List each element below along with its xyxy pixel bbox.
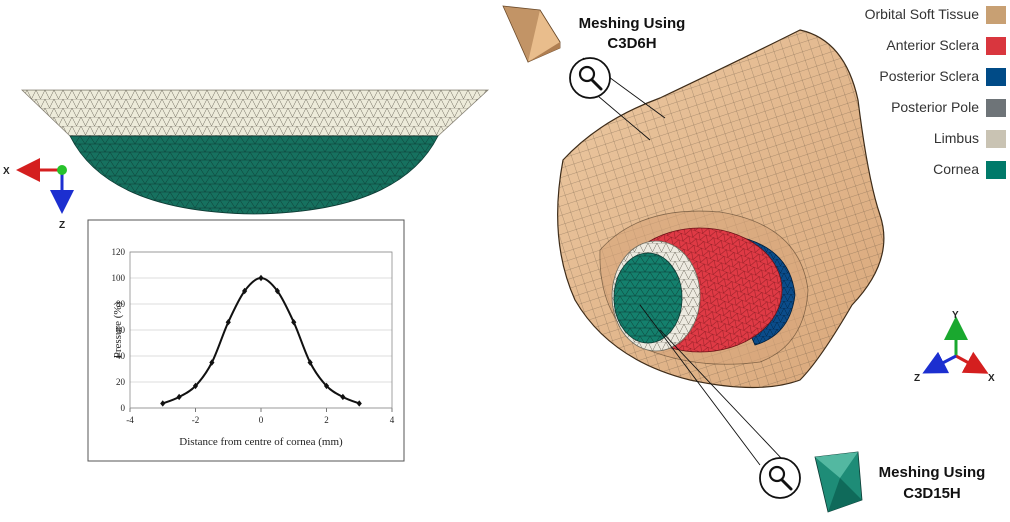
data-point-marker xyxy=(340,393,346,401)
tet-element-c3d15h-icon xyxy=(814,451,863,513)
wedge-element-c3d6h-icon xyxy=(502,5,561,63)
chart-frame xyxy=(87,219,405,462)
legend-label: Orbital Soft Tissue xyxy=(865,6,980,22)
legend-swatch xyxy=(986,130,1006,148)
y-tick-label: 120 xyxy=(112,247,126,257)
data-point-marker xyxy=(307,359,313,366)
mesh-callout-top-line1: Meshing Using xyxy=(579,15,686,32)
legend-label: Limbus xyxy=(934,130,979,146)
legend-label: Posterior Sclera xyxy=(879,68,979,84)
pressure-series-points xyxy=(160,274,362,407)
magnifier-bottom xyxy=(759,457,801,499)
orbit-eye-model xyxy=(557,29,885,389)
legend-label: Cornea xyxy=(933,161,979,177)
axis-y-label-right: Y xyxy=(952,310,959,321)
axis-x-label-left: X xyxy=(3,166,10,177)
legend-label: Posterior Pole xyxy=(891,99,979,115)
magnifier-top xyxy=(569,57,611,99)
chart-y-axis-label: Pressure (%) xyxy=(112,301,124,358)
axis-origin-dot xyxy=(57,165,67,175)
legend-swatch xyxy=(986,161,1006,179)
legend-item-orbital-soft-tissue: Orbital Soft Tissue xyxy=(865,6,1006,24)
x-tick-label: -4 xyxy=(126,415,134,425)
plot-area-border xyxy=(129,251,393,409)
legend-item-anterior-sclera: Anterior Sclera xyxy=(886,37,1006,55)
data-point-marker xyxy=(323,382,330,390)
data-point-marker xyxy=(192,382,199,390)
legend-item-cornea: Cornea xyxy=(933,161,1006,179)
cornea-limbus-section-model xyxy=(21,89,490,215)
pressure-distribution-chart: 0 20 40 60 80 100 120 -4 -2 0 2 4 Pressure (%) Dist… xyxy=(87,219,405,462)
mesh-callout-top: Meshing Using C3D6H xyxy=(579,15,686,52)
data-point-marker xyxy=(356,400,362,407)
legend-swatch xyxy=(986,6,1006,24)
y-tick-label: 100 xyxy=(112,273,126,283)
axis-x-label-right: X xyxy=(988,373,995,384)
legend-swatch xyxy=(986,37,1006,55)
data-point-marker xyxy=(291,319,297,326)
y-tick-label: 20 xyxy=(116,377,126,387)
data-point-marker xyxy=(242,287,248,295)
y-tick-label: 40 xyxy=(116,351,126,361)
y-tick-label: 80 xyxy=(116,299,126,309)
x-tick-label: 4 xyxy=(390,415,395,425)
legend: Orbital Soft Tissue Anterior Sclera Post… xyxy=(865,6,1006,179)
mesh-callout-bottom-line1: Meshing Using xyxy=(879,464,986,481)
magnifier-icon xyxy=(578,65,603,91)
legend-item-posterior-sclera: Posterior Sclera xyxy=(879,68,1006,86)
axis-triad-right: Y Z X xyxy=(914,310,995,384)
y-tick-label: 60 xyxy=(116,325,126,335)
axis-z-label-left: Z xyxy=(59,220,65,231)
y-tick-label: 0 xyxy=(121,403,126,413)
legend-swatch xyxy=(986,68,1006,86)
axis-triad-left: X Z xyxy=(3,158,74,231)
data-point-marker xyxy=(274,287,280,295)
x-tick-label: 0 xyxy=(259,415,264,425)
x-tick-label: -2 xyxy=(192,415,200,425)
mesh-callout-bottom-line2: C3D15H xyxy=(903,485,961,502)
axis-z-label-right: Z xyxy=(914,373,920,384)
chart-tick-labels: 0 20 40 60 80 100 120 -4 -2 0 2 4 xyxy=(112,247,395,425)
data-point-marker xyxy=(160,400,166,407)
legend-item-posterior-pole: Posterior Pole xyxy=(891,99,1006,117)
data-point-marker xyxy=(225,319,231,326)
chart-x-axis-label: Distance from centre of cornea (mm) xyxy=(179,436,343,448)
data-point-marker xyxy=(176,393,182,401)
x-tick-label: 2 xyxy=(324,415,329,425)
magnifier-icon xyxy=(768,465,793,491)
legend-label: Anterior Sclera xyxy=(886,37,979,53)
mesh-callout-bottom: Meshing Using C3D15H xyxy=(879,464,986,502)
data-point-marker xyxy=(209,359,215,366)
mesh-callout-top-line2: C3D6H xyxy=(607,35,656,52)
legend-item-limbus: Limbus xyxy=(934,130,1006,148)
data-point-marker xyxy=(258,274,264,282)
legend-swatch xyxy=(986,99,1006,117)
